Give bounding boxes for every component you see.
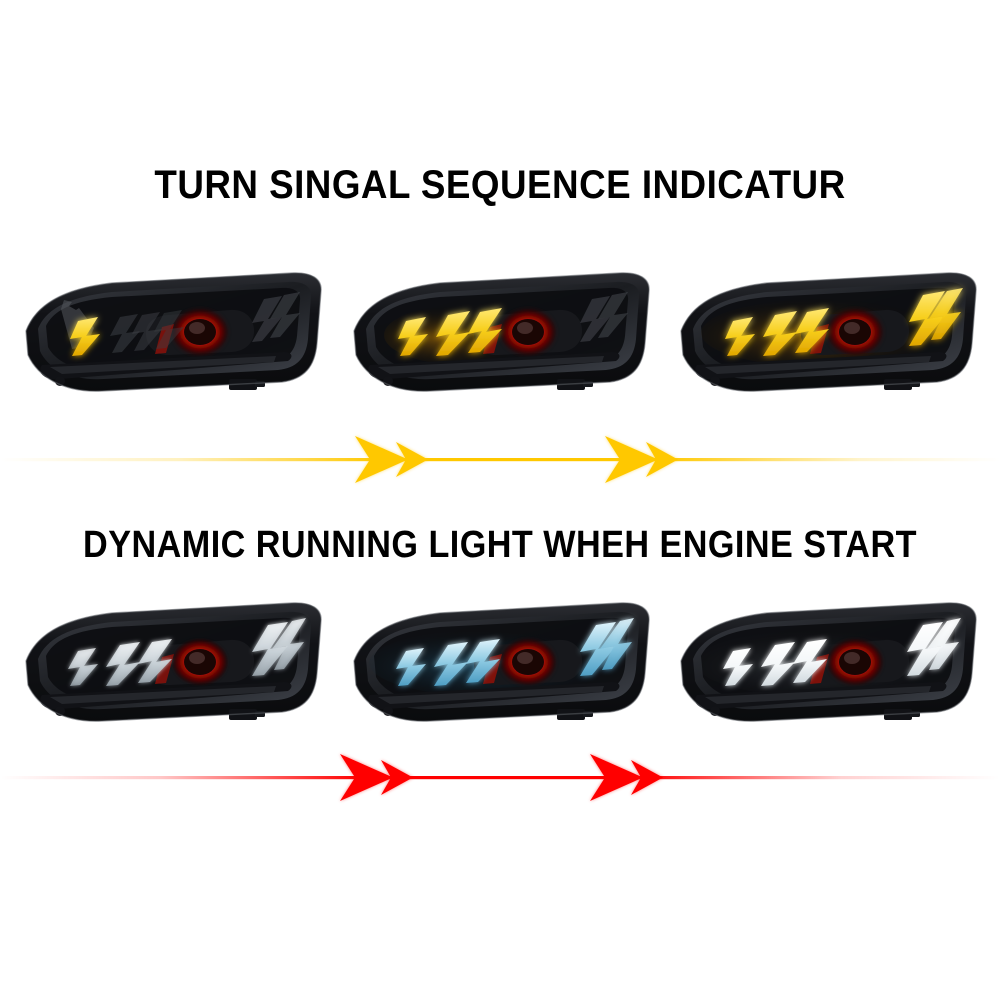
headlight-drl-stage-3 bbox=[671, 599, 984, 727]
red-sequence-arrow bbox=[0, 750, 1000, 806]
turn-signal-heading: TURN SINGAL SEQUENCE INDICATUR bbox=[154, 163, 846, 207]
dynamic-running-light-heading: DYNAMIC RUNNING LIGHT WHEH ENGINE START bbox=[83, 524, 917, 566]
headlight-drl-stage-1 bbox=[16, 599, 329, 727]
headlight-drl-stage-2 bbox=[344, 599, 657, 727]
dynamic-running-light-lamp-row bbox=[0, 598, 1000, 728]
headlight-turn-stage-1 bbox=[16, 269, 329, 397]
headlight-turn-stage-2 bbox=[344, 269, 657, 397]
yellow-sequence-arrow bbox=[0, 432, 1000, 488]
turn-signal-lamp-row bbox=[0, 268, 1000, 398]
headlight-turn-stage-3 bbox=[671, 269, 984, 397]
